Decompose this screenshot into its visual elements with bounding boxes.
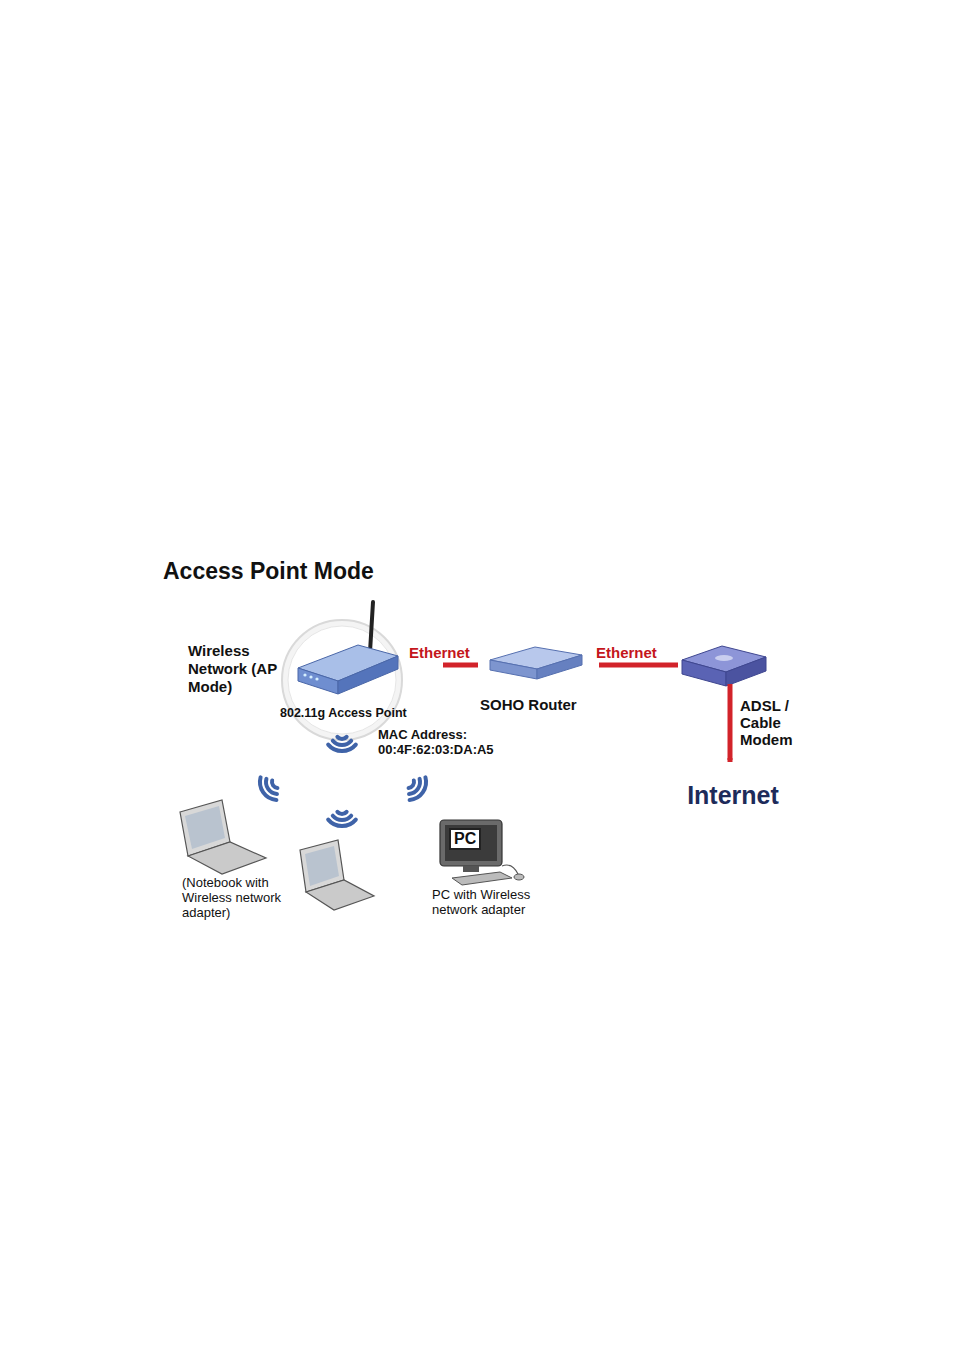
ethernet-cable [599, 663, 678, 668]
zone-heading: Wireless Network (AP Mode) [188, 642, 292, 696]
title-slot: Access Point Mode [163, 558, 374, 585]
device-caption: PC with Wireless network adapter [432, 887, 544, 917]
ap-front [298, 668, 338, 694]
text-slot: MAC Address: 00:4F:62:03:DA:A5 [378, 727, 512, 757]
pc-stand [463, 866, 479, 872]
text-slot: (Notebook with Wireless network adapter) [182, 875, 302, 920]
soho-router: SOHO Router [478, 643, 599, 717]
router-front [490, 660, 537, 679]
pc-client: PC PC with Wireless network adapter [428, 815, 547, 920]
screen-tag: PC [449, 828, 481, 850]
cable-label: Ethernet [596, 644, 657, 662]
modem-wire [728, 684, 733, 762]
diagram-title: Access Point Mode [163, 558, 374, 585]
pc-keyboard [452, 872, 512, 885]
ap-halo [282, 620, 402, 740]
pc-mouse [514, 874, 524, 880]
modem-front [682, 660, 726, 686]
mac-address: MAC Address: 00:4F:62:03:DA:A5 [378, 727, 512, 757]
modem-logo [715, 655, 733, 661]
laptop-base [188, 842, 266, 874]
ethernet-cable [728, 758, 733, 760]
pc-mouse-cord [502, 865, 518, 874]
text-slot: Ethernet [596, 644, 657, 662]
router-top [490, 647, 582, 669]
device-caption: (Notebook with Wireless network adapter) [182, 875, 302, 920]
router-side [537, 655, 582, 679]
ethernet-cable [443, 663, 478, 668]
ap-top [298, 645, 398, 681]
internet-cloud: Internet [666, 760, 803, 832]
ap-led [315, 677, 318, 680]
ap-side [338, 656, 398, 694]
text-slot: Internet [666, 780, 800, 810]
modem-side [726, 657, 766, 686]
text-slot: PC with Wireless network adapter [432, 887, 544, 917]
device-label: 802.11g Access Point [280, 706, 440, 721]
device-label: ADSL / Cable Modem [740, 697, 806, 748]
laptop-display [185, 806, 225, 849]
cable-label: Ethernet [409, 644, 470, 662]
pc-monitor [440, 820, 502, 866]
text-slot: SOHO Router [480, 696, 596, 714]
laptop-base [306, 880, 374, 910]
laptop-screen [300, 840, 344, 892]
cloud-label: Internet [666, 780, 800, 810]
access-point: 802.11g Access Point [278, 615, 443, 725]
notebook-client: (Notebook with Wireless network adapter) [172, 795, 305, 930]
text-slot: Wireless Network (AP Mode) [188, 642, 292, 696]
wireless-zone: Wireless Network (AP Mode) 802.11g Access… [158, 606, 526, 968]
adsl-modem: ADSL / Cable Modem [678, 642, 810, 758]
text-slot: ADSL / Cable Modem [740, 697, 806, 748]
modem-top [682, 646, 766, 672]
pc-screen [445, 825, 497, 861]
laptop-screen [180, 800, 230, 856]
text-slot: PC [449, 828, 481, 850]
text-slot: Ethernet [409, 644, 470, 662]
ap-led [303, 673, 306, 676]
ap-antenna [370, 602, 373, 652]
text-slot: 802.11g Access Point [280, 706, 440, 721]
ap-led [309, 675, 312, 678]
device-label: SOHO Router [480, 696, 596, 714]
laptop-display [305, 846, 339, 886]
